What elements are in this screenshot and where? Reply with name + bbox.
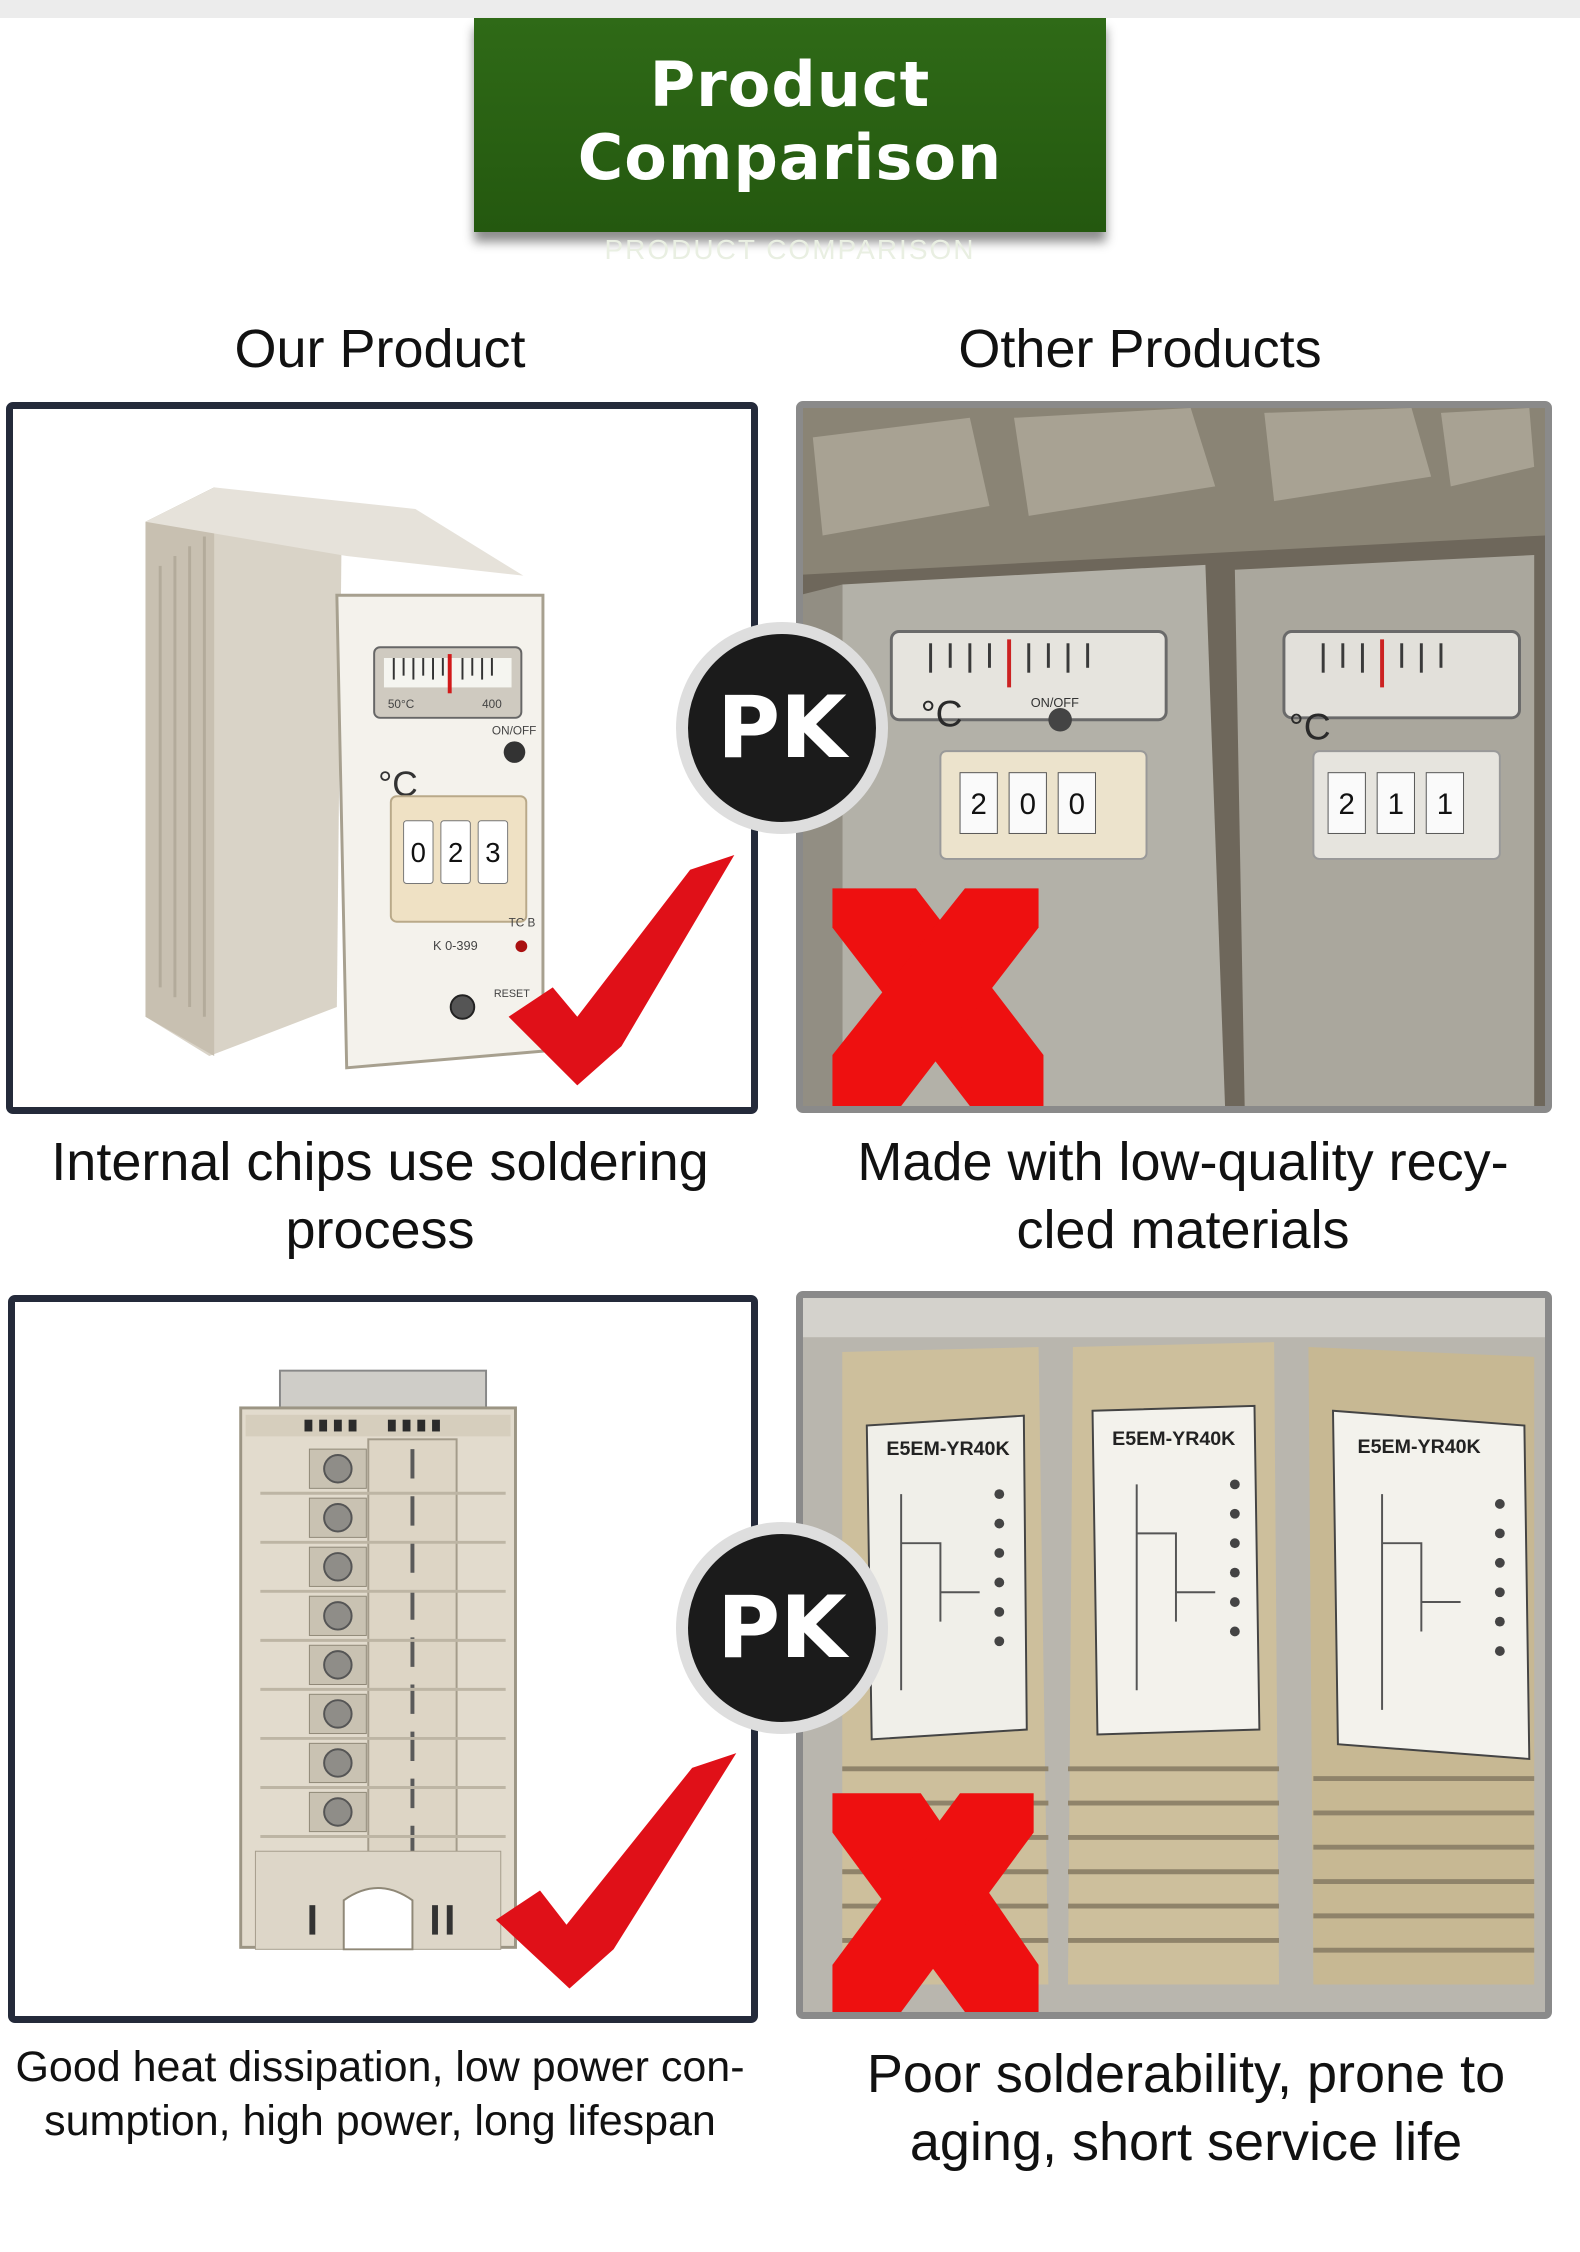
other-dial-2-digit-2: 1: [1388, 788, 1404, 821]
other-dial-2-digit-3: 1: [1437, 788, 1453, 821]
model-label-2: E5EM-YR40K: [1112, 1428, 1235, 1450]
our-product-caption-1: Internal chips use soldering process: [51, 1132, 709, 1260]
tc-label: TC B: [509, 917, 536, 930]
scale-min-label: 50°C: [388, 698, 415, 711]
other-product-back-photo: E5EM-YR40K E5EM-YR40K E5EM-YR40K: [796, 1291, 1552, 2019]
check-mark-icon: [508, 855, 735, 1086]
reset-label: RESET: [494, 988, 530, 1000]
pk-badge: PK: [676, 1522, 888, 1734]
x-mark-icon: [832, 888, 1044, 1106]
other-dial-1-digit-3: 0: [1069, 788, 1085, 821]
other-products-heading: Other Products: [958, 319, 1322, 379]
temperature-controller-front-image: 50°C 400 °C ON/OFF 0 2 3 K 0-399 TC B RE…: [13, 409, 751, 1107]
recycled-controllers-front-image: °C °C ON/OFF 2 0 0 2 1 1: [803, 408, 1545, 1106]
other-dial-2-digit-1: 2: [1339, 788, 1355, 821]
banner-title: Product Comparison: [577, 48, 1003, 194]
model-label-3: E5EM-YR40K: [1358, 1436, 1481, 1458]
on-off-label: ON/OFF: [492, 724, 536, 737]
scale-max-label: 400: [482, 698, 502, 711]
banner-subtitle: PRODUCT COMPARISON: [604, 234, 976, 265]
other-dial-1-digit-2: 0: [1020, 788, 1036, 821]
other-dial-1-digit-1: 2: [971, 788, 987, 821]
comparison-banner: Product Comparison PRODUCT COMPARISON: [474, 18, 1106, 265]
check-mark-icon: [495, 1753, 737, 1989]
range-label: K 0-399: [433, 938, 478, 953]
other-unit-label-1: °C: [921, 693, 963, 735]
our-product-front-photo: 50°C 400 °C ON/OFF 0 2 3 K 0-399 TC B RE…: [6, 402, 758, 1114]
pk-badge: PK: [676, 622, 888, 834]
other-on-off-label: ON/OFF: [1031, 695, 1079, 710]
other-product-front-photo: °C °C ON/OFF 2 0 0 2 1 1: [796, 401, 1552, 1113]
terminal-block-back-image: [15, 1302, 751, 2016]
top-strip: [0, 0, 1580, 18]
model-label-1: E5EM-YR40K: [886, 1438, 1009, 1460]
aged-controllers-back-image: E5EM-YR40K E5EM-YR40K E5EM-YR40K: [803, 1298, 1545, 2012]
x-mark-icon: [832, 1793, 1039, 2012]
our-product-back-photo: [8, 1295, 758, 2023]
dial-digit-2: 2: [448, 837, 463, 868]
our-product-heading: Our Product: [234, 319, 526, 379]
dial-digit-1: 0: [411, 837, 426, 868]
other-product-caption-2: Poor solderability, prone to aging, shor…: [866, 2044, 1506, 2172]
other-product-caption-1: Made with low-quality recy-cled material…: [857, 1132, 1509, 1260]
other-unit-label-2: °C: [1289, 705, 1331, 747]
dial-digit-3: 3: [485, 837, 500, 868]
our-product-caption-2: Good heat dissipation, low power con-sum…: [15, 2043, 745, 2145]
